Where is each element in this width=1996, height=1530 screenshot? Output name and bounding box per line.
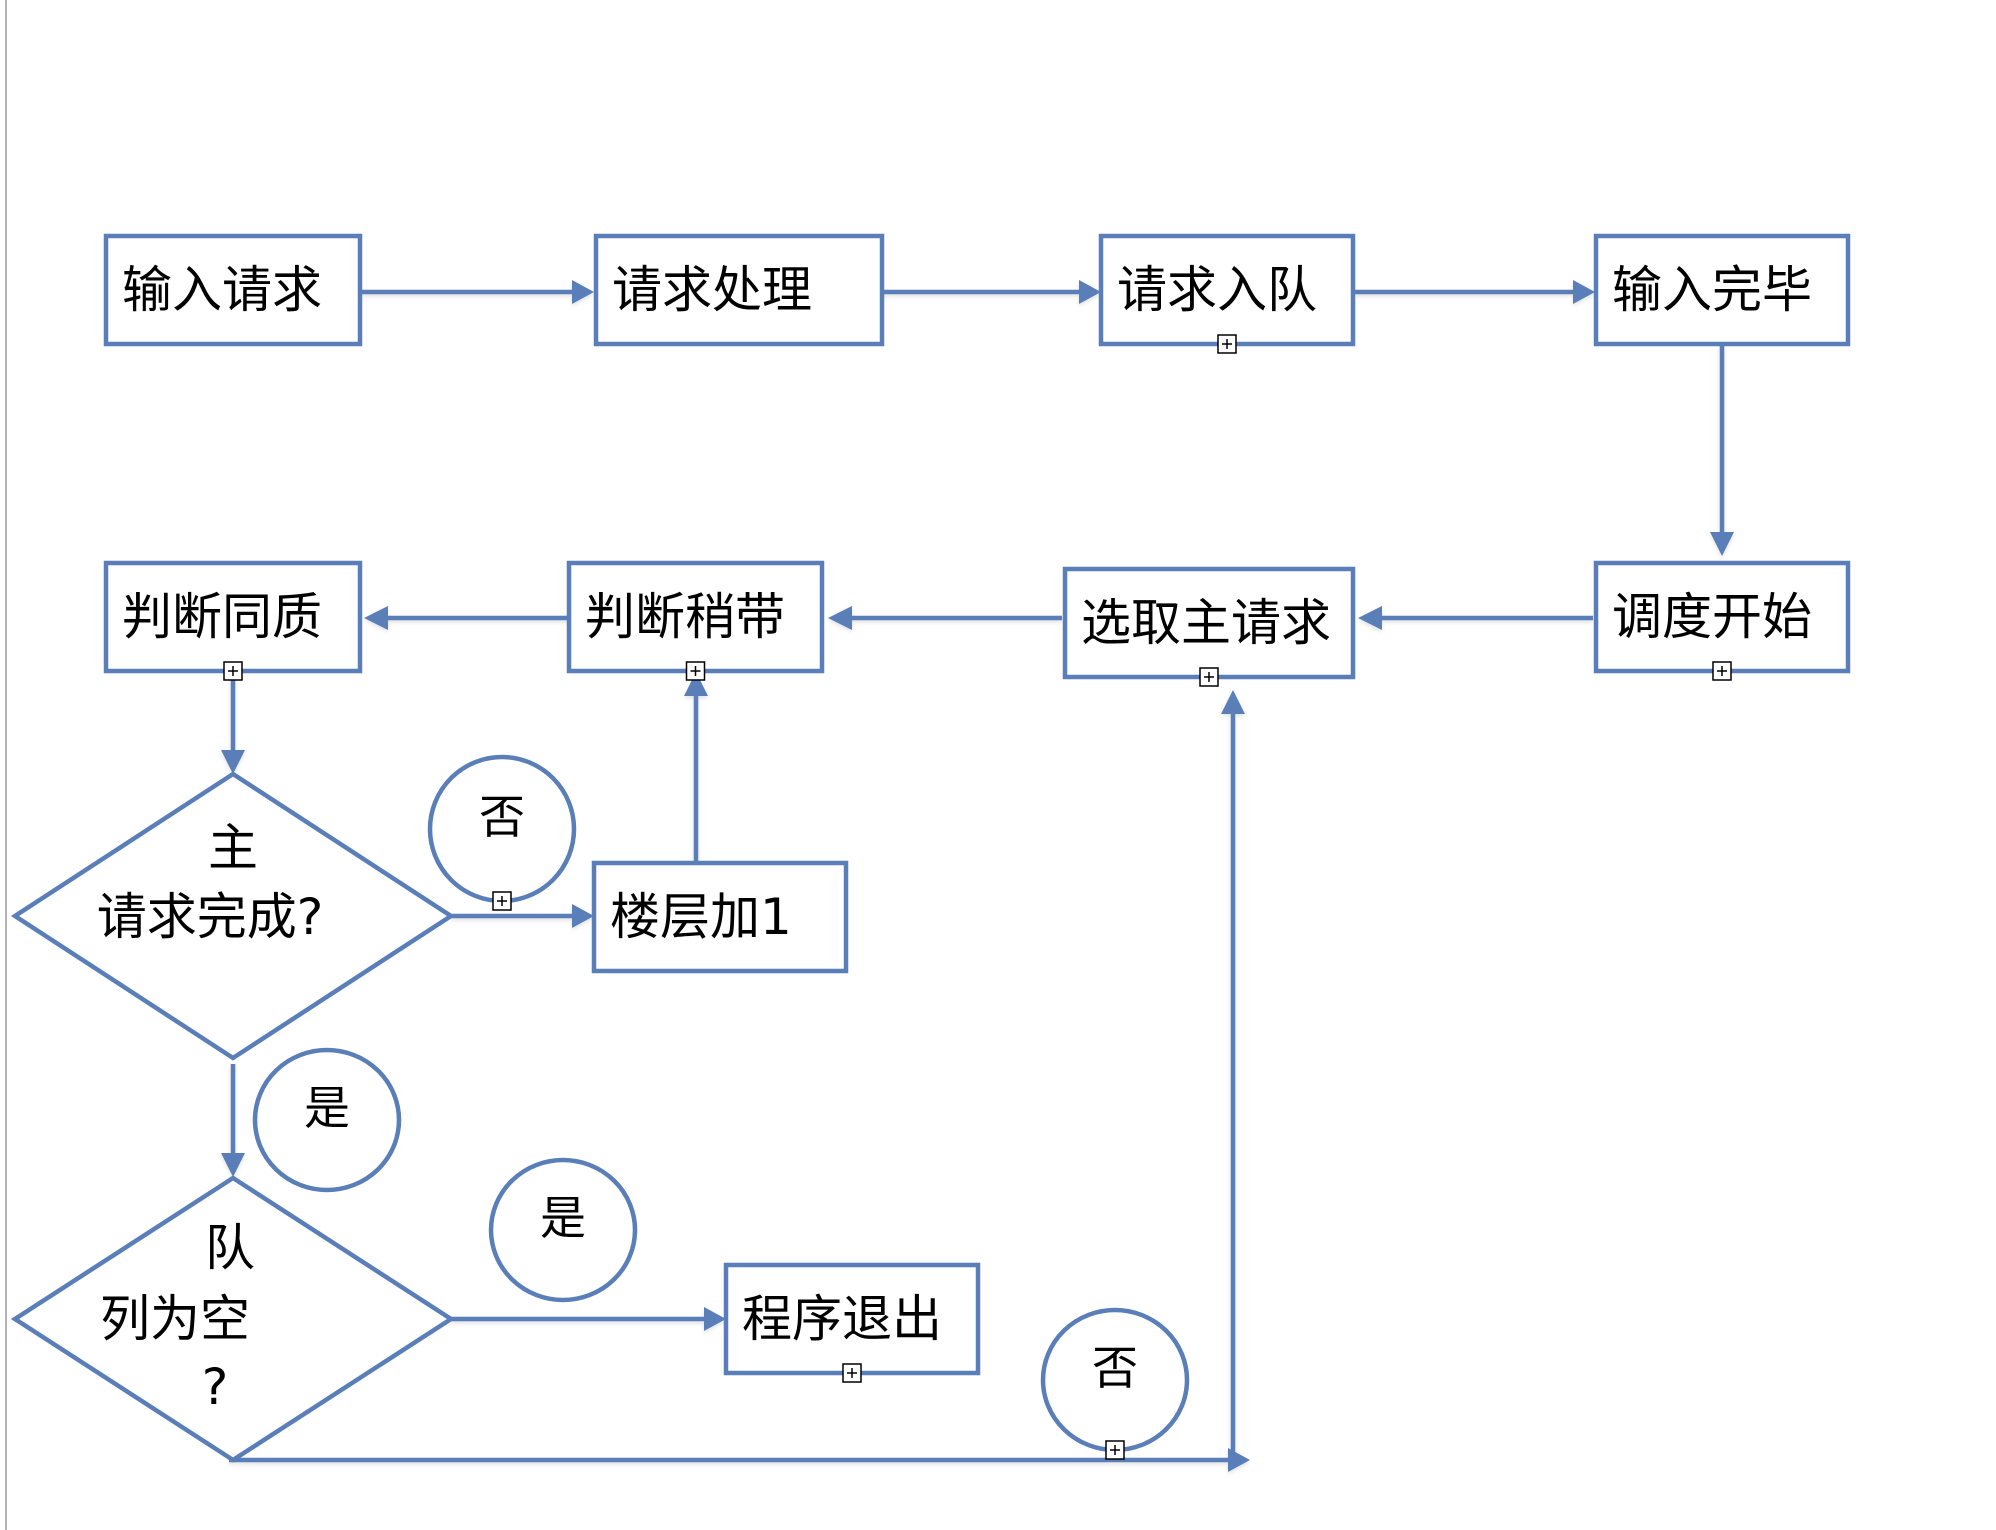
node-request-process[interactable]: 请求处理 (593, 233, 885, 347)
edge-schedule-start-to-select-main (1358, 606, 1593, 630)
process-box (103, 560, 363, 674)
node-input-request[interactable]: 输入请求 (103, 233, 363, 347)
process-box (566, 560, 825, 674)
expand-icon[interactable] (1712, 661, 1732, 681)
node-label: 选取主请求 (1081, 594, 1331, 652)
process-box (1593, 233, 1851, 347)
branch-label-yes-2: 是 (488, 1157, 638, 1303)
branch-text: 是 (304, 1081, 350, 1135)
branch-text: 是 (540, 1191, 586, 1245)
process-box (1593, 560, 1851, 674)
edge-input-done-to-schedule-start (1710, 344, 1734, 556)
branch-circle (252, 1047, 402, 1193)
branch-text: 否 (479, 790, 525, 844)
node-request-enqueue[interactable]: 请求入队 (1098, 233, 1356, 354)
node-label: 楼层加1 (610, 888, 792, 946)
decision-label-line: 请求完成? (97, 888, 324, 946)
process-box (591, 860, 849, 974)
decision-label-line: ? (202, 1358, 229, 1416)
decision-label-line: 队 (205, 1219, 255, 1277)
page-left-border (5, 0, 7, 1530)
node-label: 输入请求 (122, 261, 322, 319)
expand-icon[interactable] (1105, 1440, 1125, 1460)
edge-main-done-to-floor-plus (450, 904, 594, 928)
edge-select-main-to-judge-pickup (828, 606, 1062, 630)
edge-judge-same-to-main-done (221, 671, 245, 774)
node-input-done[interactable]: 输入完毕 (1593, 233, 1851, 347)
branch-text: 否 (1092, 1341, 1138, 1395)
edge-input-request-to-request-process (360, 280, 594, 304)
node-floor-plus[interactable]: 楼层加1 (591, 860, 849, 974)
node-label: 调度开始 (1612, 588, 1812, 646)
expand-icon[interactable] (842, 1363, 862, 1383)
process-box (103, 233, 363, 347)
edge-judge-pickup-to-judge-same (364, 606, 580, 630)
node-judge-same[interactable]: 判断同质 (103, 560, 363, 681)
decision-diamond (10, 1175, 456, 1463)
edge-queue-empty-to-program-exit (450, 1307, 726, 1331)
node-label: 请求处理 (612, 261, 812, 319)
branch-label-no-2: 否 (1040, 1307, 1190, 1460)
edge-main-done-to-queue-empty (221, 1064, 245, 1177)
expand-icon[interactable] (492, 891, 512, 911)
node-program-exit[interactable]: 程序退出 (723, 1262, 981, 1383)
node-judge-pickup[interactable]: 判断稍带 (566, 560, 825, 681)
node-schedule-start[interactable]: 调度开始 (1593, 560, 1851, 681)
process-box (593, 233, 885, 347)
node-label: 请求入队 (1117, 261, 1317, 319)
decision-label-line: 主 (208, 819, 258, 877)
node-label: 输入完毕 (1612, 261, 1812, 319)
edge-queue-empty-to-select-main (229, 690, 1250, 1472)
decision-diamond (10, 771, 456, 1061)
expand-icon[interactable] (685, 661, 706, 681)
decision-label-line: 列为空 (100, 1290, 250, 1348)
connectors (221, 280, 1734, 1472)
edge-request-enqueue-to-input-done (1353, 280, 1595, 304)
edge-floor-plus-to-judge-pickup (684, 672, 708, 868)
expand-icon[interactable] (1217, 334, 1237, 354)
expand-icon[interactable] (1199, 667, 1219, 687)
node-label: 判断同质 (122, 588, 322, 646)
node-label: 判断稍带 (585, 588, 785, 646)
node-select-main[interactable]: 选取主请求 (1062, 566, 1356, 687)
branch-circle (488, 1157, 638, 1303)
node-label: 程序退出 (742, 1290, 942, 1348)
branch-label-no-1: 否 (427, 754, 577, 911)
expand-icon[interactable] (223, 661, 243, 681)
branch-label-yes-1: 是 (252, 1047, 402, 1193)
process-box (723, 1262, 981, 1376)
process-box (1098, 233, 1356, 347)
edge-request-process-to-request-enqueue (880, 280, 1101, 304)
